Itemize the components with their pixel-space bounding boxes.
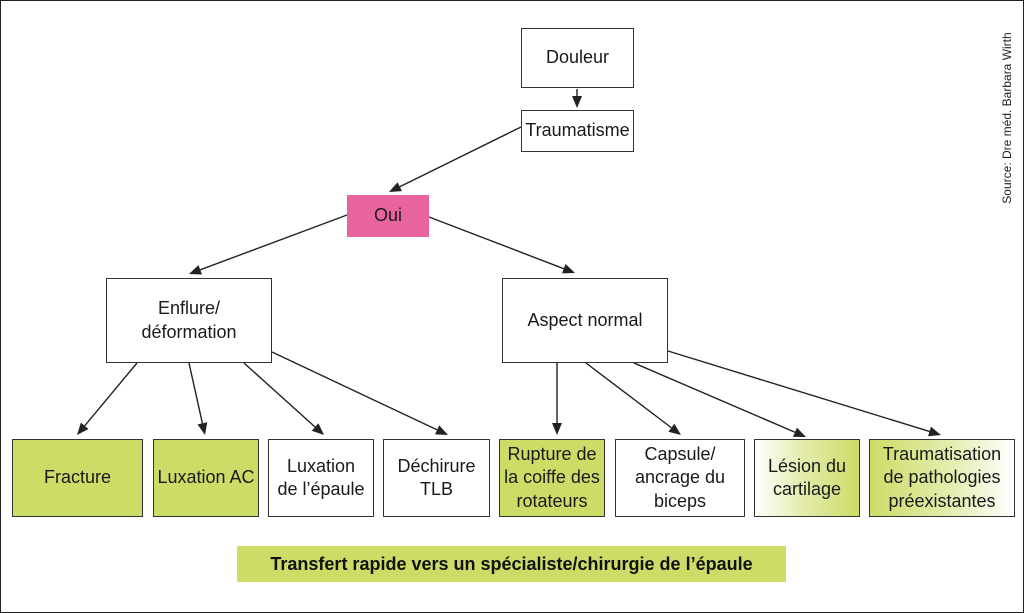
node-oui: Oui: [347, 195, 429, 237]
arrow-enflure-fracture: [77, 362, 138, 435]
node-rupture-coiffe: Rupture de la coiffe des rotateurs: [499, 439, 605, 517]
arrow-enflure-dechirure: [271, 351, 448, 435]
arrow-enflure-luxation-ac: [188, 362, 208, 435]
node-luxation-ac: Luxation AC: [153, 439, 259, 517]
node-traumatisme: Traumatisme: [521, 110, 634, 152]
arrow-aspect-capsule: [585, 362, 681, 435]
arrow-traumatisme-oui: [389, 126, 522, 192]
node-lesion-cartilage: Lésion du cartilage: [754, 439, 860, 517]
arrow-aspect-lesion: [633, 362, 806, 437]
node-douleur: Douleur: [521, 28, 634, 88]
arrow-aspect-rupture: [552, 363, 562, 435]
node-luxation-epaule: Luxation de l’épaule: [268, 439, 374, 517]
arrow-douleur-traumatisme: [572, 89, 582, 108]
arrow-enflure-luxation-epaule: [243, 362, 324, 435]
node-capsule-biceps: Capsule/ ancrage du biceps: [615, 439, 745, 517]
arrow-oui-aspect: [428, 216, 575, 274]
node-enflure-deformation: Enflure/ déformation: [106, 278, 272, 363]
node-traumatisation-pathologies: Traumatisation de pathologies préexistan…: [869, 439, 1015, 517]
node-aspect-normal: Aspect normal: [502, 278, 668, 363]
node-fracture: Fracture: [12, 439, 143, 517]
arrow-aspect-traumatisation: [667, 350, 941, 437]
source-credit: Source: Dre méd. Barbara Wirth: [1000, 32, 1014, 204]
referral-banner: Transfert rapide vers un spécialiste/chi…: [237, 546, 786, 582]
node-dechirure-tlb: Déchirure TLB: [383, 439, 490, 517]
arrow-oui-enflure: [189, 214, 348, 275]
